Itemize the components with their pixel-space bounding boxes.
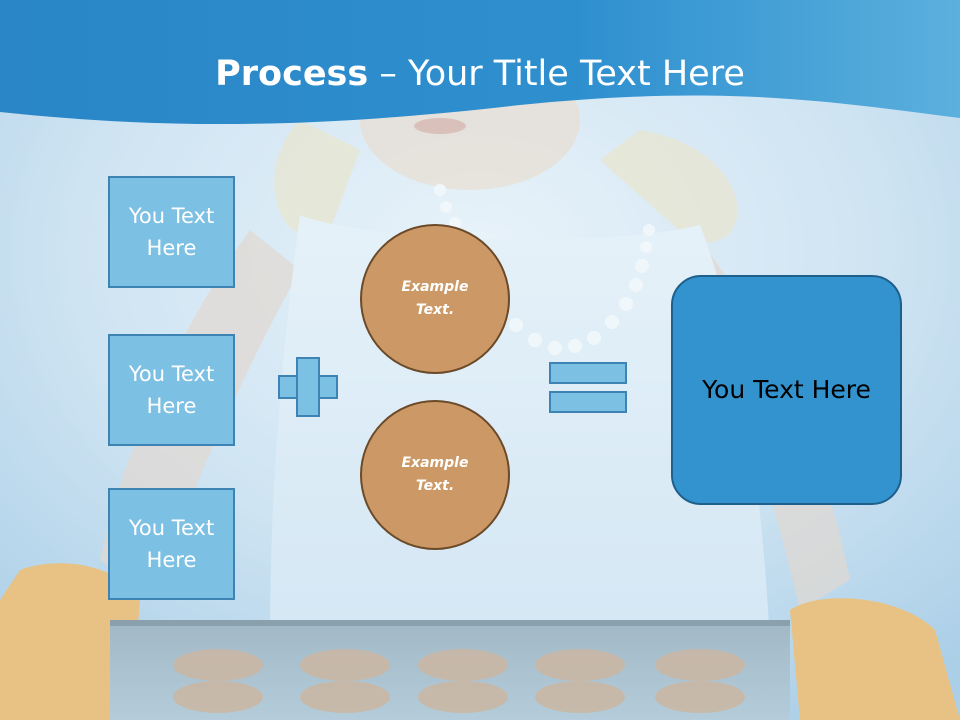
text-box-label: You Text Here: [128, 516, 215, 572]
equals-icon-top-bar: [549, 362, 627, 384]
plus-icon-center: [298, 377, 318, 397]
title-bold: Process: [215, 54, 369, 94]
text-box-1[interactable]: You Text Here: [108, 176, 235, 288]
result-label: You Text Here: [702, 375, 871, 404]
slide-title: Process – Your Title Text Here: [0, 52, 960, 96]
result-box[interactable]: You Text Here: [671, 275, 902, 505]
circle-label: Example Text.: [401, 455, 469, 494]
example-circle-1[interactable]: Example Text.: [360, 224, 510, 374]
text-box-2[interactable]: You Text Here: [108, 334, 235, 446]
text-box-label: You Text Here: [128, 204, 215, 260]
circle-label: Example Text.: [401, 279, 469, 318]
equals-icon-bottom-bar: [549, 391, 627, 413]
text-box-label: You Text Here: [128, 362, 215, 418]
text-box-3[interactable]: You Text Here: [108, 488, 235, 600]
example-circle-2[interactable]: Example Text.: [360, 400, 510, 550]
title-rest: – Your Title Text Here: [368, 54, 745, 94]
